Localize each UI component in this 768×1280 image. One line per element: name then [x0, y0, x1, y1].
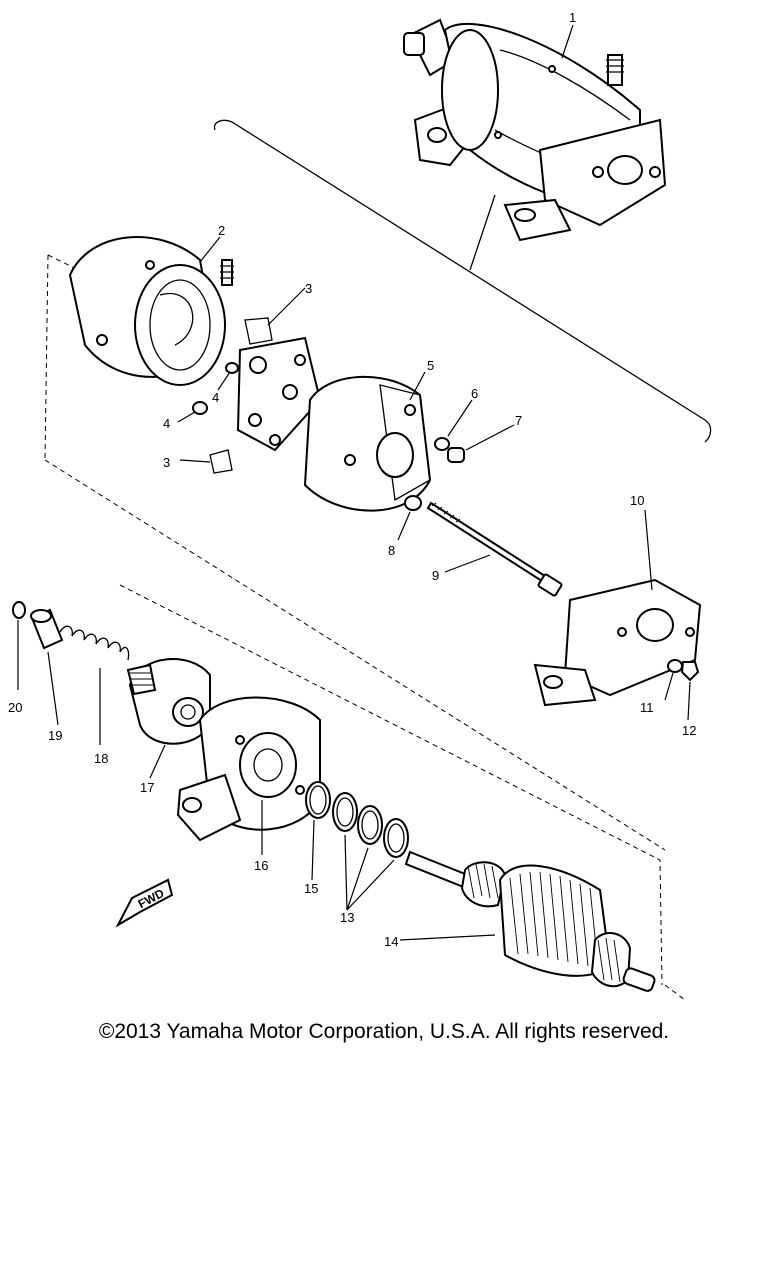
label-6: 7 [515, 413, 522, 428]
copyright-notice: ©2013 Yamaha Motor Corporation, U.S.A. A… [98, 1020, 670, 1043]
part-7-washer [434, 437, 450, 451]
part-20-circlip [12, 601, 26, 619]
label-1: 1 [569, 10, 576, 25]
label-3-lower: 3 [163, 455, 170, 470]
label-4-right: 4 [212, 390, 219, 405]
part-8-washer [404, 495, 422, 511]
part-12-nut [680, 661, 700, 682]
part-5-rear-cover [303, 375, 432, 512]
part-16-front-bracket [176, 696, 321, 842]
label-17: 17 [140, 780, 154, 795]
part-1-starter-motor-assembly [403, 18, 667, 242]
label-18: 18 [94, 751, 108, 766]
label-13: 14 [384, 934, 398, 949]
part-13-armature [404, 850, 656, 992]
part-9-through-bolt [426, 501, 563, 597]
label-10: 10 [630, 493, 644, 508]
part-18-spring [59, 625, 130, 661]
label-16: 16 [254, 858, 268, 873]
part-10-rear-bracket [533, 578, 702, 707]
label-3-upper: 3 [305, 281, 312, 296]
label-20: 20 [8, 700, 22, 715]
part-11-washer [667, 659, 683, 673]
part-14-washers [332, 792, 409, 858]
label-4-left: 4 [163, 416, 170, 431]
fwd-direction-arrow: FWD [115, 878, 174, 928]
part-6-screw [447, 447, 465, 463]
label-14: 13 [340, 910, 354, 925]
label-2: 2 [218, 223, 225, 238]
label-5: 5 [427, 358, 434, 373]
label-8: 8 [388, 543, 395, 558]
group-pointer [469, 194, 496, 271]
label-9: 9 [432, 568, 439, 583]
label-12: 12 [682, 723, 696, 738]
lower-group-outline [119, 584, 686, 1001]
label-11: 11 [640, 700, 654, 715]
label-7: 6 [471, 386, 478, 401]
group-bracket [213, 119, 712, 443]
part-3-4-brush-plate [192, 317, 322, 474]
part-2-yoke [68, 236, 234, 386]
label-15: 15 [304, 881, 318, 896]
part-19-stopper [30, 608, 64, 650]
part-17-pinion-clutch [126, 658, 211, 745]
label-19: 19 [48, 728, 62, 743]
